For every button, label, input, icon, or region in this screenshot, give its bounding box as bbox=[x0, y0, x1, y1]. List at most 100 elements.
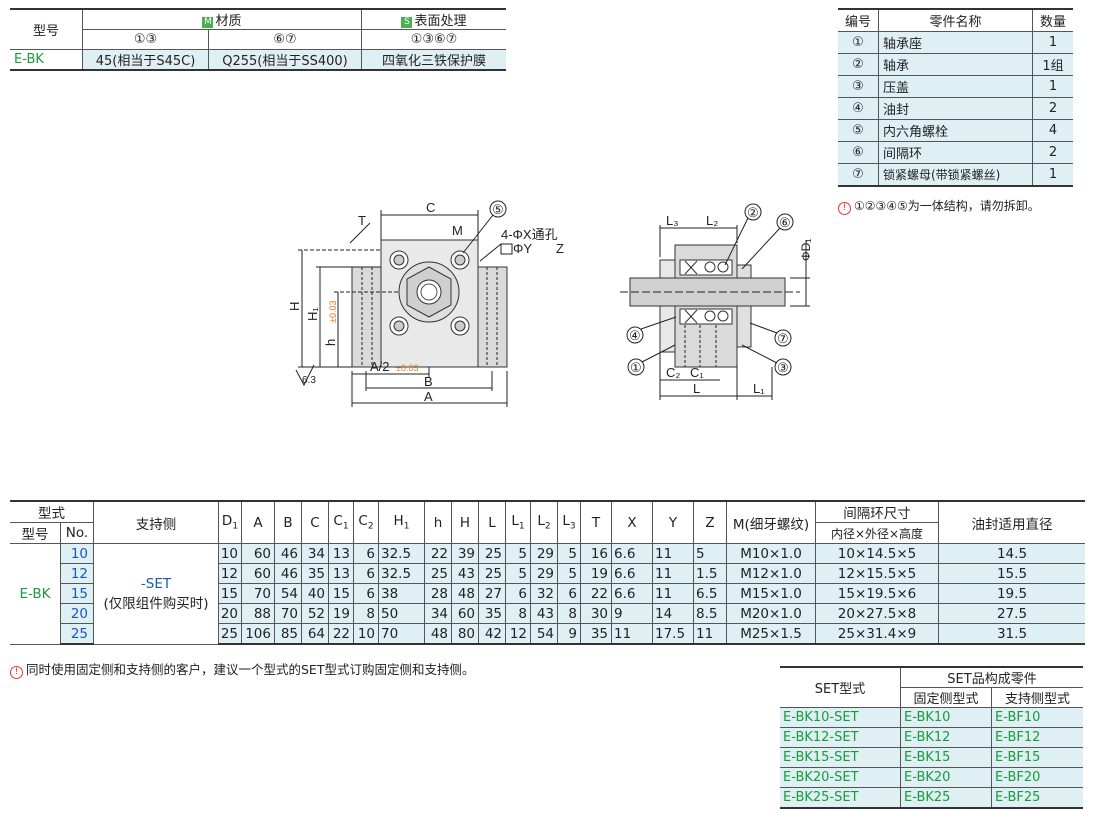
set-group-header: SET品构成零件 bbox=[900, 666, 1083, 688]
dims-cell: 9 bbox=[557, 623, 581, 645]
dims-seal: 15.5 bbox=[938, 563, 1085, 584]
dim-label-T: T bbox=[358, 213, 366, 228]
dims-cell: 22 bbox=[328, 623, 354, 645]
dim-label-B: B bbox=[424, 374, 433, 389]
parts-header: 编号 bbox=[838, 8, 879, 32]
dims-cell: 8 bbox=[353, 603, 379, 624]
dims-cell: 42 bbox=[478, 623, 506, 645]
dims-col-header: H1 bbox=[378, 500, 425, 544]
dims-cell: 39 bbox=[451, 543, 479, 564]
dims-cell: 6.6 bbox=[611, 563, 653, 584]
dims-support-header: 支持侧 bbox=[93, 500, 219, 544]
part-no: ④ bbox=[838, 97, 879, 120]
dim-label-A2: A/2 bbox=[370, 359, 390, 374]
part-qty: 1组 bbox=[1032, 53, 1073, 76]
dim-label-H: H bbox=[287, 302, 302, 311]
dims-cell: 5 bbox=[557, 563, 581, 584]
dims-thread: M12×1.0 bbox=[726, 563, 816, 584]
dims-cell: 14 bbox=[652, 603, 694, 624]
dims-cell: 13 bbox=[328, 543, 354, 564]
callout-7: ⑦ bbox=[777, 331, 789, 346]
dims-cell: 11 bbox=[693, 623, 727, 645]
dim-label-L2: L₂ bbox=[706, 213, 718, 228]
dims-col-header: L3 bbox=[557, 500, 581, 544]
side-view bbox=[620, 244, 800, 368]
dims-cell: 11 bbox=[652, 583, 694, 604]
set-model: E-BK10-SET bbox=[780, 707, 901, 728]
dims-cell: 60 bbox=[241, 543, 275, 564]
part-qty: 1 bbox=[1032, 75, 1073, 98]
dim-label-L3: L₃ bbox=[666, 213, 679, 228]
set-fixed-model: E-BK10 bbox=[900, 707, 992, 728]
dims-spacer: 20×27.5×8 bbox=[815, 603, 939, 624]
part-name: 内六角螺栓 bbox=[878, 119, 1033, 142]
dims-cell: 32 bbox=[530, 583, 558, 604]
dims-col-header: D1 bbox=[218, 500, 242, 544]
dims-cell: 25 bbox=[424, 563, 452, 584]
part-qty: 1 bbox=[1032, 31, 1073, 54]
dim-label-h: h bbox=[323, 339, 338, 346]
dims-cell: 6 bbox=[353, 583, 379, 604]
part-name: 轴承座 bbox=[878, 31, 1033, 54]
dims-cell: 8.5 bbox=[693, 603, 727, 624]
dims-cell: 35 bbox=[301, 563, 329, 584]
dims-spacer: 10×14.5×5 bbox=[815, 543, 939, 564]
dims-support: -SET(仅限组件购买时) bbox=[93, 543, 219, 645]
dims-cell: 10 bbox=[218, 543, 242, 564]
dims-no: 25 bbox=[60, 623, 94, 645]
dims-cell: 106 bbox=[241, 623, 275, 645]
dims-spacer: 15×19.5×6 bbox=[815, 583, 939, 604]
hole-spec-Z: Z bbox=[556, 241, 564, 256]
set-support-model: E-BF10 bbox=[991, 707, 1083, 728]
dims-cell: 80 bbox=[451, 623, 479, 645]
dims-cell: 40 bbox=[301, 583, 329, 604]
part-no: ① bbox=[838, 31, 879, 54]
part-name: 油封 bbox=[878, 97, 1033, 120]
dims-cell: 88 bbox=[241, 603, 275, 624]
callout-6: ⑥ bbox=[779, 215, 791, 230]
dims-cell: 12 bbox=[218, 563, 242, 584]
material-tag: M bbox=[202, 17, 214, 28]
dims-cell: 8 bbox=[505, 603, 531, 624]
part-qty: 1 bbox=[1032, 163, 1073, 187]
part-name: 间隔环 bbox=[878, 141, 1033, 164]
dims-cell: 6.6 bbox=[611, 583, 653, 604]
part-no: ⑦ bbox=[838, 163, 879, 187]
dims-cell: 15 bbox=[218, 583, 242, 604]
dims-seal: 27.5 bbox=[938, 603, 1085, 624]
dims-cell: 54 bbox=[274, 583, 302, 604]
roughness-label: 6.3 bbox=[302, 375, 316, 386]
dims-thread: M10×1.0 bbox=[726, 543, 816, 564]
dims-cell: 27 bbox=[478, 583, 506, 604]
dims-cell: 19 bbox=[328, 603, 354, 624]
dims-col-header: h bbox=[424, 500, 452, 544]
part-name: 轴承 bbox=[878, 53, 1033, 76]
dims-thread: M25×1.5 bbox=[726, 623, 816, 645]
dims-col-header: C1 bbox=[328, 500, 354, 544]
dim-label-H1: H₁ bbox=[305, 307, 320, 321]
dims-col-header: T bbox=[580, 500, 612, 544]
dims-cell: 11 bbox=[611, 623, 653, 645]
dims-cell: 6 bbox=[353, 563, 379, 584]
callout-2: ② bbox=[747, 205, 759, 220]
dims-thread: M15×1.0 bbox=[726, 583, 816, 604]
part-name: 压盖 bbox=[878, 75, 1033, 98]
set-fixed-model: E-BK15 bbox=[900, 747, 992, 768]
warning-icon: ! bbox=[838, 202, 851, 215]
parts-header: 数量 bbox=[1032, 8, 1073, 32]
dims-cell: 22 bbox=[580, 583, 612, 604]
dims-col-header: L1 bbox=[505, 500, 531, 544]
set-support-model: E-BF20 bbox=[991, 767, 1083, 788]
dims-m-header: M(细牙螺纹) bbox=[726, 500, 816, 544]
dims-cell: 6.6 bbox=[611, 543, 653, 564]
set-fixed-model: E-BK12 bbox=[900, 727, 992, 748]
dims-cell: 43 bbox=[451, 563, 479, 584]
dims-cell: 5 bbox=[505, 543, 531, 564]
dims-col-header: L bbox=[478, 500, 506, 544]
